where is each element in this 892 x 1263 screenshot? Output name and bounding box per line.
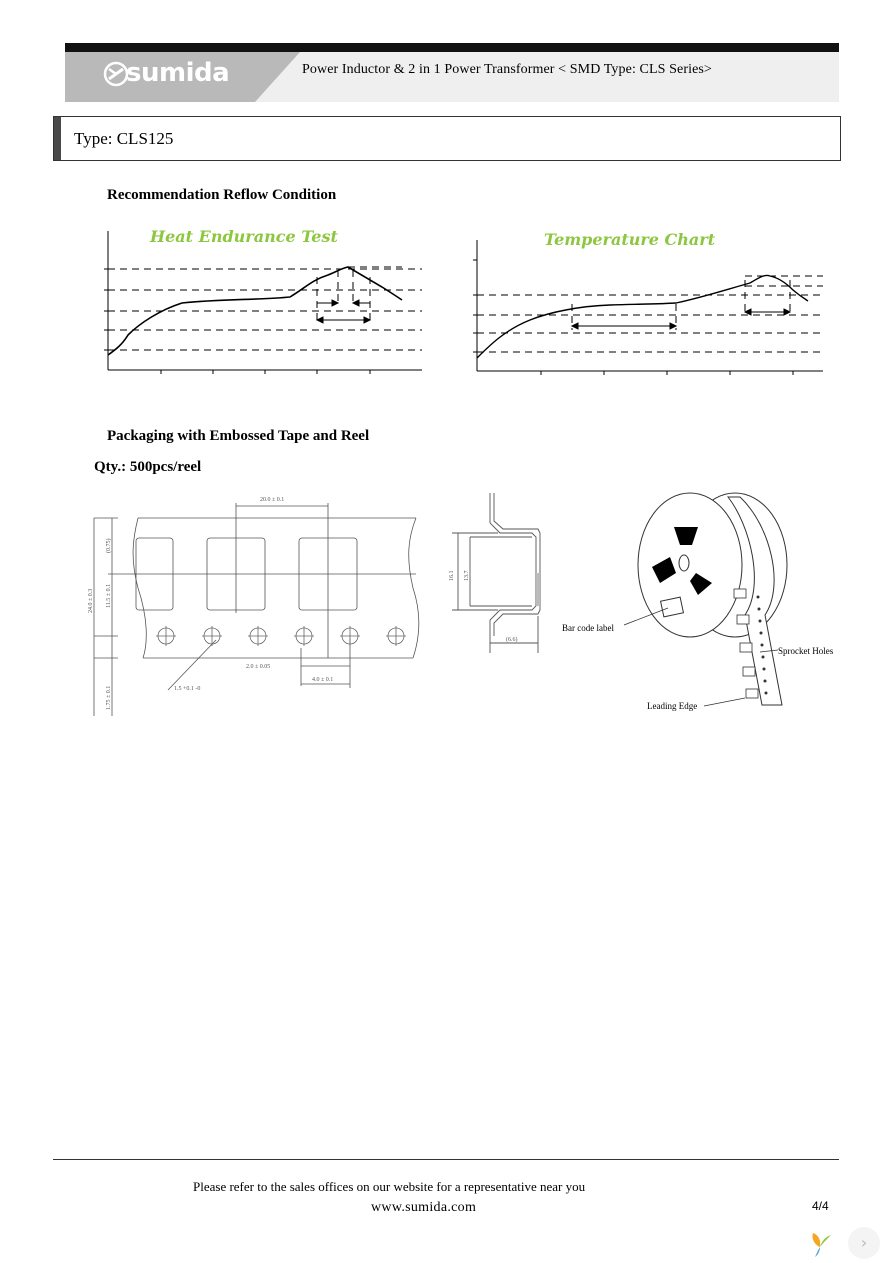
next-page-button[interactable]: › bbox=[848, 1227, 880, 1259]
viewer-logo-icon bbox=[812, 1233, 831, 1257]
footer-note: Please refer to the sales offices on our… bbox=[193, 1179, 586, 1194]
dim-hole-pitch-label: 4.0 ± 0.1 bbox=[312, 677, 333, 683]
logo-block bbox=[65, 52, 300, 102]
temperature-chart-title: Temperature Chart bbox=[544, 230, 716, 249]
reel-drawing bbox=[623, 492, 788, 707]
type-title: Type: CLS125 bbox=[74, 129, 174, 148]
leading-edge-label: Leading Edge bbox=[647, 701, 698, 711]
dim-a-label: (0.75) bbox=[105, 539, 112, 554]
barcode-label: Bar code label bbox=[562, 623, 614, 633]
dim-height-label: 24.0 ± 0.3 bbox=[88, 589, 94, 613]
dim-hole-label: 1.5 +0.1 -0 bbox=[174, 686, 200, 692]
footer-divider bbox=[53, 1159, 839, 1160]
embossed-tape-drawing: 20.0 ± 0.1 2.0 ± 0.05 4.0 ± 0.1 1.5 +0.1… bbox=[88, 497, 420, 716]
sumida-logo-icon bbox=[103, 61, 129, 87]
dim-top-label: 20.0 ± 0.1 bbox=[260, 497, 284, 503]
type-box bbox=[53, 116, 841, 161]
header-title: Power Inductor & 2 in 1 Power Transforme… bbox=[302, 62, 712, 77]
temperature-chart bbox=[473, 240, 823, 375]
tape-cross-section: 16.1 13.7 (6.6) bbox=[449, 493, 541, 653]
dim-pocket2-label: 13.7 bbox=[464, 571, 470, 582]
dim-b-label: 11.5 ± 0.1 bbox=[106, 584, 112, 608]
dim-depth-label: (6.6) bbox=[506, 636, 518, 643]
dim-c-label: 1.75 ± 0.1 bbox=[106, 686, 112, 710]
packaging-qty: Qty.: 500pcs/reel bbox=[94, 459, 202, 475]
dim-pocket1-label: 16.1 bbox=[449, 571, 455, 582]
heat-endurance-chart bbox=[104, 231, 422, 374]
sprocket-holes-label: Sprocket Holes bbox=[778, 646, 834, 656]
reflow-section-title: Recommendation Reflow Condition bbox=[107, 187, 337, 203]
brand-name: sumida bbox=[126, 58, 230, 88]
header-top-bar bbox=[65, 43, 839, 52]
dim-pitch-label: 2.0 ± 0.05 bbox=[246, 664, 270, 670]
heat-endurance-title: Heat Endurance Test bbox=[150, 227, 338, 246]
footer-website-link[interactable]: www.sumida.com bbox=[371, 1200, 477, 1215]
page-number: 4/4 bbox=[812, 1199, 829, 1213]
packaging-section-title: Packaging with Embossed Tape and Reel bbox=[107, 428, 370, 444]
